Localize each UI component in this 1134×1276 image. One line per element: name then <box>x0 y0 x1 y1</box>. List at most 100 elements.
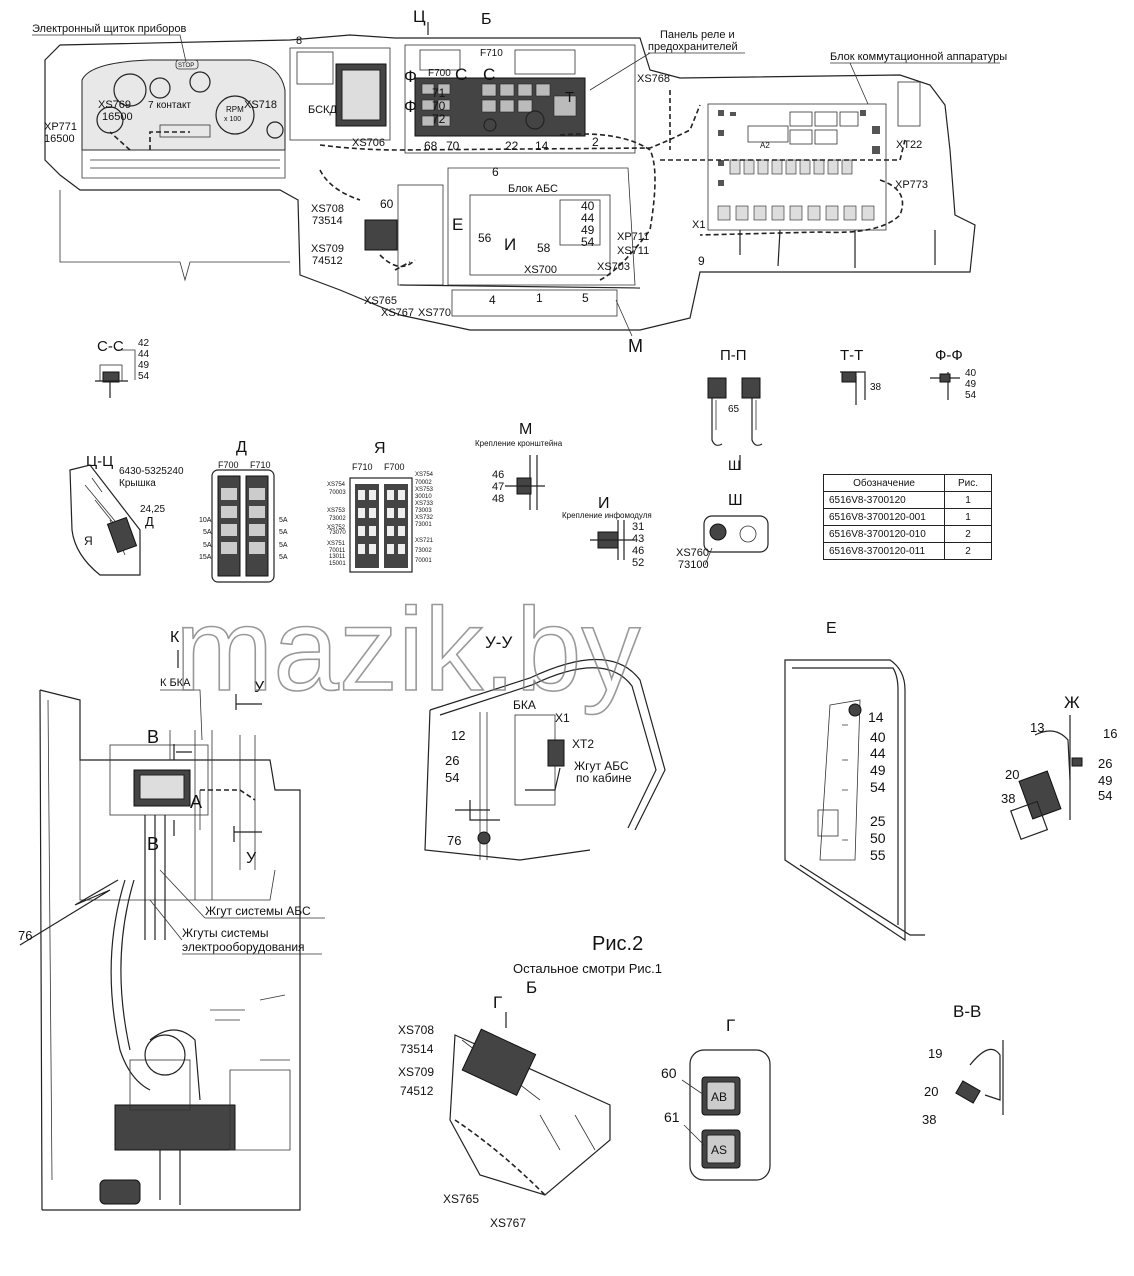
view-cc-num-1: 42 <box>138 338 150 349</box>
section-mark-a2: A2 <box>760 141 770 150</box>
spec-cell-fig: 2 <box>944 542 992 560</box>
connector-xs700: XS700 <box>524 264 557 276</box>
rpm-label: RPM <box>226 105 244 114</box>
view-e-num-5: 54 <box>870 779 886 795</box>
view-uu-num-12: 12 <box>451 728 465 743</box>
view-zh-num-26: 26 <box>1098 756 1112 771</box>
view-ya-l9: 13011 <box>329 554 346 560</box>
view-uu-x1: X1 <box>555 711 570 725</box>
view-tt-drawing <box>840 371 866 405</box>
view-sh-title: Ш <box>728 492 743 509</box>
view-ya-labels: Я F710 F700 XS754 70003 XS753 73002 7307… <box>327 440 434 567</box>
view-i-num-1: 31 <box>632 521 644 533</box>
fig2-cab-drawing <box>19 689 301 1211</box>
view-e-num-6: 25 <box>870 813 886 829</box>
part-num-44: 44 <box>581 211 595 225</box>
connector-xs769: XS769 <box>98 99 131 111</box>
view-b-73514: 73514 <box>400 1042 434 1056</box>
view-m-drawing <box>505 455 545 510</box>
view-i-drawing <box>590 520 635 560</box>
part-num-60: 60 <box>380 197 394 211</box>
relay-panel-label-2: предохранителей <box>648 41 738 53</box>
part-num-70b: 70 <box>446 139 460 153</box>
view-ya-drawing <box>349 477 413 573</box>
connector-xp771: XP771 <box>44 121 77 133</box>
top-labels: Электронный щиток приборов Панель реле и… <box>32 23 1007 195</box>
view-i-title: И <box>598 495 610 512</box>
section-mark-c1: С <box>455 65 467 84</box>
part-num-9: 9 <box>698 254 705 268</box>
view-tt-labels: Т-Т 38 <box>840 347 882 393</box>
view-vv-title: В-В <box>953 1002 981 1021</box>
dashboard-label: Электронный щиток приборов <box>32 23 187 35</box>
relay-panel-label-1: Панель реле и <box>660 29 735 41</box>
view-uu-num-76: 76 <box>447 833 461 848</box>
view-d-title: Д <box>236 439 247 456</box>
view-zh-num-38: 38 <box>1001 791 1015 806</box>
part-num-22: 22 <box>505 139 519 153</box>
view-ff-drawing <box>930 372 960 400</box>
view-i-num-2: 43 <box>632 533 644 545</box>
view-uu-num-54: 54 <box>445 770 459 785</box>
view-i-num-4: 52 <box>632 557 644 569</box>
view-d-amp-l3: 5A <box>203 542 212 549</box>
view-zh-num-49: 49 <box>1098 773 1112 788</box>
section-mark-t: Т <box>565 89 574 106</box>
view-ya-l4: 73002 <box>329 516 346 522</box>
view-i-num-3: 46 <box>632 545 644 557</box>
connector-xp773: XP773 <box>895 179 928 191</box>
view-ya-l3: XS753 <box>327 508 346 514</box>
view-g-num-61: 61 <box>664 1109 680 1125</box>
view-ff-num-2: 49 <box>965 379 977 390</box>
view-tsts-ya: Я <box>84 534 93 548</box>
section-mark-m: М <box>628 336 643 356</box>
view-vv-num-19: 19 <box>928 1046 942 1061</box>
table-row: 6516V8-3700120-001 1 <box>823 508 992 526</box>
view-ya-l7: 70011 <box>329 548 346 554</box>
fuse-f700: F700 <box>428 68 451 79</box>
fig2-u2: У <box>246 850 257 867</box>
view-tsts-title: Ц-Ц <box>86 453 113 470</box>
connector-xs765: XS765 <box>364 295 397 307</box>
view-uu-cabin-1: Жгут АБС <box>574 759 629 773</box>
view-ya-r10: 73002 <box>415 548 432 554</box>
view-tsts-labels: Ц-Ц 6430-5325240 Крышка 24,25 Д Я <box>84 453 184 548</box>
part-num-49: 49 <box>581 223 595 237</box>
view-sh-labels: Ш Ш XS760 73100 <box>676 455 743 571</box>
part-num-54: 54 <box>581 235 595 249</box>
connector-xs711: XS711 <box>617 245 649 257</box>
view-ya-f710: F710 <box>352 462 373 472</box>
view-g-button-as: AS <box>711 1143 727 1157</box>
fig2-el-harness-2: электрооборудования <box>182 940 305 954</box>
view-b-title: Б <box>526 978 537 997</box>
table-row: 6516V8-3700120-011 2 <box>823 542 992 560</box>
view-ya-r11: 70001 <box>415 558 432 564</box>
view-m-num-1: 46 <box>492 469 504 481</box>
section-mark-i: И <box>504 235 516 254</box>
watermark: mazik.by <box>175 584 641 716</box>
wire-16500a: 16500 <box>102 111 133 123</box>
part-num-56: 56 <box>478 231 492 245</box>
connector-xt22: XT22 <box>896 139 922 151</box>
part-num-40: 40 <box>581 199 595 213</box>
view-b-arrow: Г <box>493 993 502 1012</box>
view-b-labels: Б Г XS708 73514 XS709 74512 XS765 XS767 <box>398 978 537 1230</box>
view-vv-drawing <box>955 1040 1004 1115</box>
connector-xs709: XS709 <box>311 243 344 255</box>
view-cc-title: С-С <box>97 338 124 355</box>
view-i-caption: Крепление инфомодуля <box>562 511 652 520</box>
view-g-drawing <box>689 1049 771 1181</box>
view-cc-labels: С-С 42 44 49 54 <box>97 338 150 382</box>
view-tsts-nums: 24,25 <box>140 504 165 515</box>
view-cc-num-4: 54 <box>138 371 150 382</box>
view-ya-title: Я <box>374 440 386 457</box>
part-num-58: 58 <box>537 241 551 255</box>
view-b-74512: 74512 <box>400 1084 434 1098</box>
dashboard-assembly <box>44 34 976 331</box>
view-ff-labels: Ф-Ф 40 49 54 <box>935 347 977 401</box>
wire-73514: 73514 <box>312 215 343 227</box>
view-m-caption: Крепление кронштейна <box>475 439 563 448</box>
view-ya-l5: 73070 <box>329 530 346 536</box>
view-m-title: М <box>519 421 532 438</box>
view-d-labels: Д F700 F710 10A 5A 5A 15A 5A 5A 5A 5A <box>199 439 288 561</box>
